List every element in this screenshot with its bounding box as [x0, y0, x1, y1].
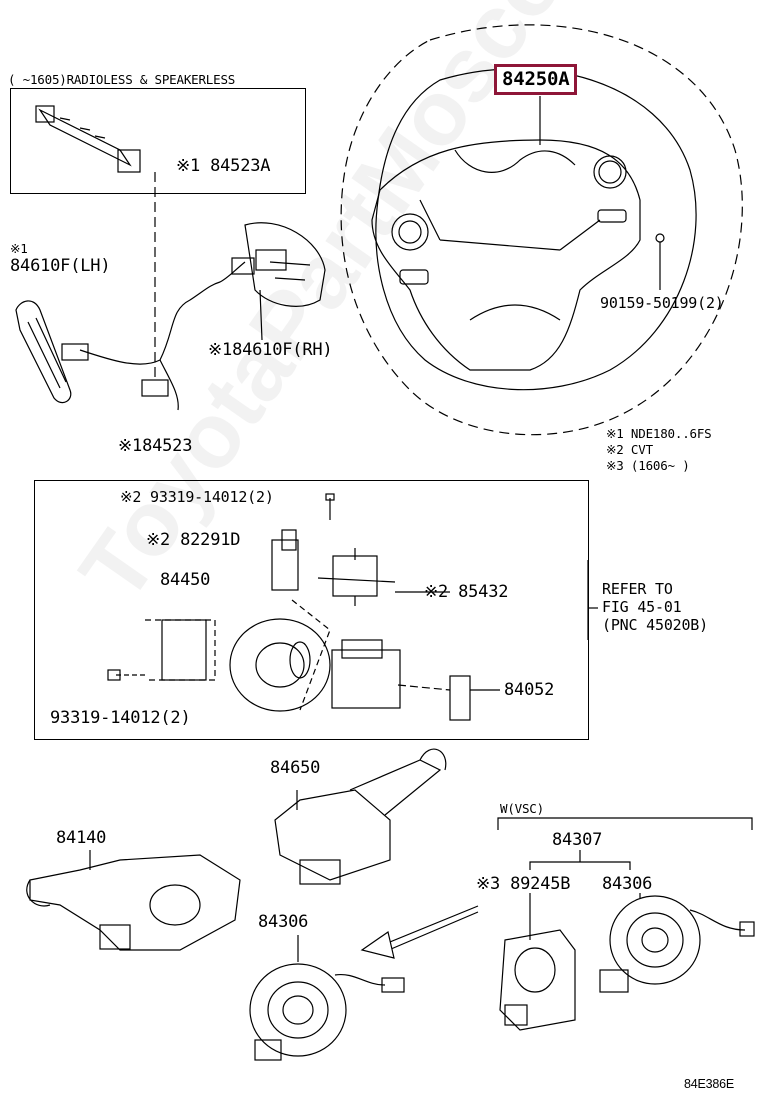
part-82291D[interactable]: ※2 82291D	[146, 530, 241, 550]
steering-sensor-89245B-drawing	[499, 893, 576, 1031]
part-90159-50199[interactable]: 90159-50199(2)	[600, 294, 724, 312]
spiral-cable-84306-right-drawing	[599, 893, 755, 993]
refer-line-3: (PNC 45020B)	[602, 616, 708, 634]
part-85432[interactable]: ※2 85432	[424, 582, 509, 602]
refer-line-1: REFER TO	[602, 580, 673, 598]
part-93319-14012-bottom[interactable]: 93319-14012(2)	[50, 708, 191, 728]
wiper-switch-84650-drawing	[274, 748, 447, 885]
part-89245B[interactable]: ※3 89245B	[476, 874, 571, 894]
note-1: ※1 NDE180..6FS	[606, 426, 712, 441]
figure-code: 84E386E	[684, 1077, 735, 1091]
part-84610F-LH-note-mark: ※1	[10, 241, 28, 256]
part-84052[interactable]: 84052	[504, 680, 555, 700]
part-84610F-LH[interactable]: 84610F(LH)	[10, 256, 111, 276]
refer-line-2[interactable]: FIG 45-01	[602, 598, 682, 616]
spiral-cable-84306-left-drawing	[249, 935, 405, 1061]
combination-switch-box	[34, 480, 589, 740]
part-84610F-RH[interactable]: ※184610F(RH)	[208, 340, 333, 360]
part-84306-right[interactable]: 84306	[602, 874, 653, 894]
harness-84523A-drawing	[35, 105, 141, 173]
part-84523A[interactable]: ※1 84523A	[176, 156, 271, 176]
part-84523[interactable]: ※184523	[118, 436, 193, 456]
steering-wheel-drawing	[340, 24, 743, 436]
switch-84610F-LH-drawing	[15, 300, 89, 404]
part-84306-left[interactable]: 84306	[258, 912, 309, 932]
combination-switch-assembly-drawing	[107, 493, 500, 721]
part-84450[interactable]: 84450	[160, 570, 211, 590]
note-2: ※2 CVT	[606, 442, 653, 457]
note-3: ※3 (1606~ )	[606, 458, 690, 473]
headlamp-switch-84140-drawing	[26, 850, 241, 951]
radioless-caption: ( ~1605)RADIOLESS & SPEAKERLESS	[8, 72, 236, 87]
radioless-box	[10, 88, 306, 194]
part-84140[interactable]: 84140	[56, 828, 107, 848]
switch-84610F-RH-drawing	[244, 222, 326, 341]
part-84250A-highlighted[interactable]: 84250A	[494, 64, 578, 95]
wvsc-caption: W(VSC)	[500, 801, 544, 816]
part-84307[interactable]: 84307	[552, 830, 603, 850]
part-93319-14012-top[interactable]: ※2 93319-14012(2)	[120, 488, 274, 506]
part-84650[interactable]: 84650	[270, 758, 321, 778]
